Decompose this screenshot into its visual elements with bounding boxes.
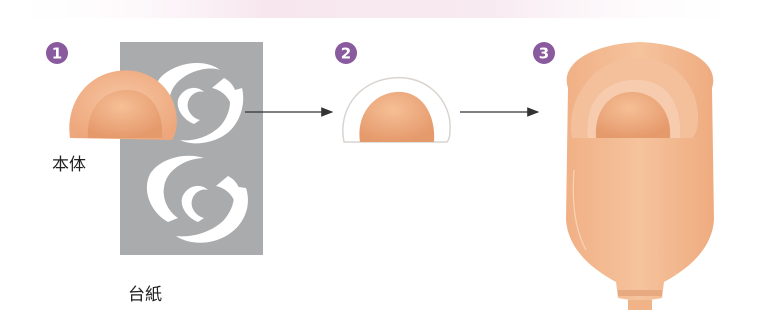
step-3-number: 3: [539, 45, 549, 63]
step-1-group: 1 本体 台紙: [46, 42, 263, 305]
step-3-badge: [533, 42, 555, 64]
step-2-group: 2: [335, 42, 451, 143]
step-2-number: 2: [341, 45, 351, 63]
swirl-cutout-upper: [154, 63, 244, 144]
label-backing-paper: 台紙: [128, 285, 162, 305]
step-2-badge: [335, 42, 357, 64]
step-3-group: 3: [533, 42, 714, 310]
header-background-band: [0, 0, 757, 18]
pouch-applied: [566, 42, 714, 310]
label-body: 本体: [52, 155, 86, 175]
step-1-badge: [46, 42, 68, 64]
cut-appliance: [342, 76, 451, 143]
appliance-body: [69, 70, 177, 140]
step-1-number: 1: [52, 45, 62, 63]
swirl-cutout-lower: [146, 155, 248, 243]
